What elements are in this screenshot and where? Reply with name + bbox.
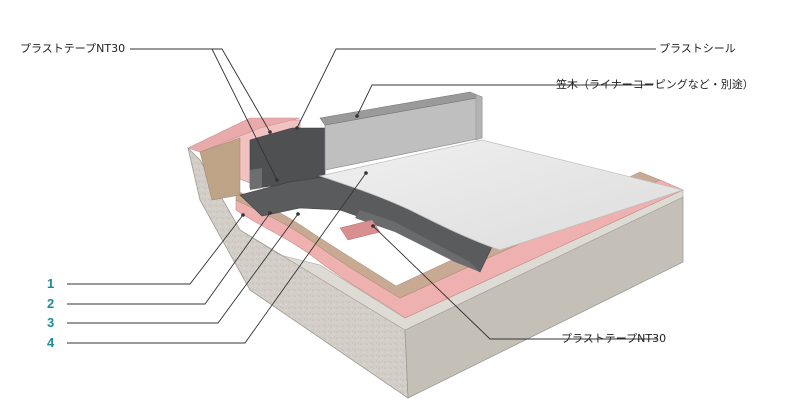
- label-seal: プラストシール: [659, 42, 736, 55]
- layer-number-3: 3: [47, 315, 55, 330]
- leader-coping: [356, 84, 653, 117]
- leader-layer-1: [67, 214, 244, 285]
- layer-number-4: 4: [47, 335, 55, 350]
- tape-strip-horizontal: [339, 219, 381, 241]
- leader-layer-4: [67, 172, 367, 344]
- leader-dots: [241, 114, 375, 228]
- label-tape-bottom: プラストテープNT30: [561, 332, 667, 345]
- coping-side: [469, 91, 483, 141]
- leader-tape-top-2: [212, 48, 271, 133]
- layer-number-2: 2: [47, 296, 55, 311]
- top-sheet: [318, 139, 685, 251]
- tape-strip-vertical: [250, 168, 262, 190]
- label-coping: 笠木（ライナーコーピングなど・別途）: [556, 78, 754, 91]
- membrane-edge-lap: [355, 210, 480, 272]
- leader-seal: [296, 48, 656, 129]
- parapet-wall-top: [187, 117, 301, 153]
- leader-layer-2: [67, 212, 271, 305]
- leader-layer-3: [67, 213, 299, 324]
- label-tape-top: プラストテープNT30: [20, 42, 126, 55]
- leader-tape-bottom: [372, 225, 657, 340]
- leader-lines: [67, 48, 657, 344]
- layer-number-1: 1: [47, 276, 55, 291]
